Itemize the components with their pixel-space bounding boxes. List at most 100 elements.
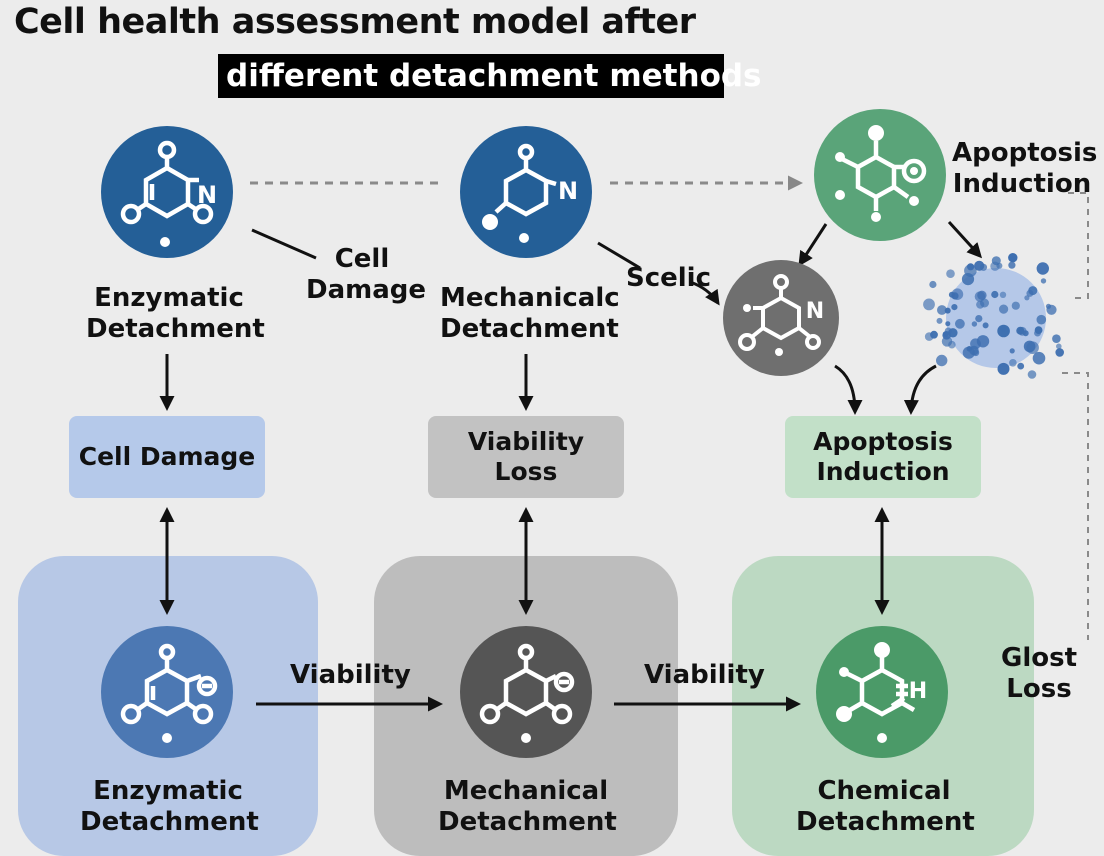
apoptotic-dot	[1011, 301, 1020, 310]
apoptosis-induction-box-line-2: Induction	[816, 457, 950, 486]
enzymatic-detachment-label-bottom: Enzymatic Detachment	[80, 776, 259, 838]
apoptosis-induction-box-line-1: Apoptosis	[813, 427, 953, 456]
apoptotic-dot	[924, 332, 934, 341]
apoptotic-dot	[991, 290, 999, 299]
apoptosis-label-top-line-1: Apoptosis	[952, 138, 1098, 168]
apoptotic-dot	[951, 288, 964, 301]
chemical-label-bottom-line-2: Detachment	[796, 807, 975, 837]
apoptotic-dot	[1040, 278, 1047, 284]
apoptotic-dot	[1000, 326, 1006, 332]
apoptotic-dot	[1027, 370, 1037, 379]
apoptotic-dot	[1017, 362, 1025, 370]
viability-loss-box-line-1: Viability	[467, 427, 585, 456]
n-letter-top-left: N	[197, 181, 217, 209]
apoptotic-dot	[991, 256, 1001, 266]
apoptotic-dot	[1022, 330, 1029, 337]
diagram-canvas: N N	[101, 109, 1089, 758]
enzymatic-label-bottom-line-1: Enzymatic	[93, 776, 243, 806]
arrow-green-to-gray	[798, 223, 828, 267]
apoptotic-dot	[1052, 334, 1061, 344]
arrow-gray-to-apoptosis-box	[834, 364, 863, 415]
apoptotic-dot	[976, 335, 990, 348]
apoptotic-dot	[1009, 348, 1015, 354]
apoptotic-dot	[1026, 289, 1034, 297]
apoptotic-dot	[948, 340, 956, 349]
apoptotic-dot	[1024, 295, 1030, 301]
mechanical-label-bottom-line-1: Mechanical	[443, 776, 609, 806]
enzymatic-molecule-icon: N	[101, 126, 233, 258]
apoptotic-cell-dots-icon	[923, 253, 1064, 379]
apoptotic-dot	[937, 305, 947, 315]
apoptotic-dot	[976, 300, 985, 309]
apoptotic-dot	[999, 304, 1009, 314]
apoptosis-molecule-icon	[814, 109, 946, 241]
viability-loss-box: Viability Loss	[428, 416, 624, 498]
title-line-2: different detachment methods	[218, 54, 762, 98]
glost-loss-line-2: Loss	[1006, 674, 1072, 704]
apoptotic-dot	[948, 328, 958, 338]
n-letter-top-mid: N	[558, 177, 578, 205]
mechanical-molecule-icon: N	[460, 126, 592, 258]
glost-loss-label: Glost Loss	[998, 643, 1080, 705]
cell-damage-label-line-1: Cell	[334, 244, 390, 274]
apoptotic-dot	[951, 304, 958, 311]
apoptotic-dot	[1016, 326, 1025, 335]
cell-damage-label-top: Cell Damage	[306, 244, 426, 306]
apoptotic-dot	[997, 362, 1010, 375]
viability-arrow-label-1: Viability	[290, 660, 411, 690]
apoptotic-dot	[936, 354, 948, 367]
apoptotic-dot	[955, 318, 965, 329]
chemical-detachment-label-bottom: Chemical Detachment	[796, 776, 975, 838]
apoptotic-dot	[1036, 262, 1050, 275]
apoptotic-dot	[929, 280, 937, 289]
apoptotic-dot	[979, 263, 988, 271]
enzymatic-bottom-molecule-icon	[101, 626, 233, 758]
mechanical-detachment-label-bottom: Mechanical Detachment	[438, 776, 617, 838]
mechanical-label-bottom-line-2: Detachment	[438, 807, 617, 837]
apoptosis-induction-box: Apoptosis Induction	[785, 416, 981, 498]
apoptosis-label-top-line-2: Induction	[952, 169, 1092, 199]
enzymatic-detachment-label-top: Enzymatic Detachment	[86, 283, 265, 345]
apoptotic-dot	[971, 321, 978, 327]
apoptotic-dot	[923, 298, 935, 311]
apoptotic-dot	[1055, 348, 1064, 357]
viability-loss-box-line-2: Loss	[494, 457, 558, 486]
h-letter-chemical: H	[909, 679, 927, 704]
cell-damage-box: Cell Damage	[69, 416, 265, 498]
apoptotic-dot	[945, 321, 951, 327]
apoptotic-dot	[969, 345, 979, 356]
apoptotic-dot	[1008, 253, 1018, 263]
arrow-dots-to-apoptosis-box	[903, 364, 937, 415]
title-line-1: Cell health assessment model after	[14, 2, 696, 42]
arrow-scelic	[597, 241, 720, 306]
arrow-green-to-dots	[947, 220, 983, 259]
apoptotic-dot	[967, 263, 975, 271]
apoptosis-induction-label-top: Apoptosis Induction	[952, 138, 1098, 200]
mechanical-label-top-line-1: Mechanicalc	[440, 283, 620, 313]
apoptotic-dot	[999, 291, 1007, 298]
apoptotic-dot	[1045, 303, 1052, 309]
dashed-connector-right	[1062, 192, 1089, 640]
mechanical-bottom-molecule-icon	[460, 626, 592, 758]
apoptotic-dot	[1009, 359, 1017, 367]
viability-arrow-label-2: Viability	[644, 660, 765, 690]
apoptotic-dot	[1032, 351, 1046, 365]
apoptotic-dot	[1023, 340, 1036, 353]
glost-loss-line-1: Glost	[1000, 643, 1078, 673]
mechanical-detachment-label-top: Mechanicalc Detachment	[440, 283, 620, 345]
apoptotic-dot	[982, 322, 989, 329]
cell-damage-box-text: Cell Damage	[78, 442, 256, 471]
apoptotic-dot	[1036, 314, 1047, 325]
scelic-label: Scelic	[626, 263, 712, 293]
gray-molecule-icon: N	[723, 260, 839, 376]
apoptotic-dot	[946, 269, 955, 279]
apoptotic-dot	[961, 273, 975, 286]
apoptotic-dot	[1034, 326, 1043, 334]
apoptotic-dot	[1008, 261, 1016, 269]
chemical-bottom-molecule-icon: H	[816, 626, 948, 758]
apoptotic-dot	[936, 317, 943, 324]
chemical-label-bottom-line-1: Chemical	[817, 776, 951, 806]
enzymatic-label-bottom-line-2: Detachment	[80, 807, 259, 837]
apoptotic-dot	[975, 315, 983, 323]
enzymatic-label-top-line-2: Detachment	[86, 314, 265, 344]
